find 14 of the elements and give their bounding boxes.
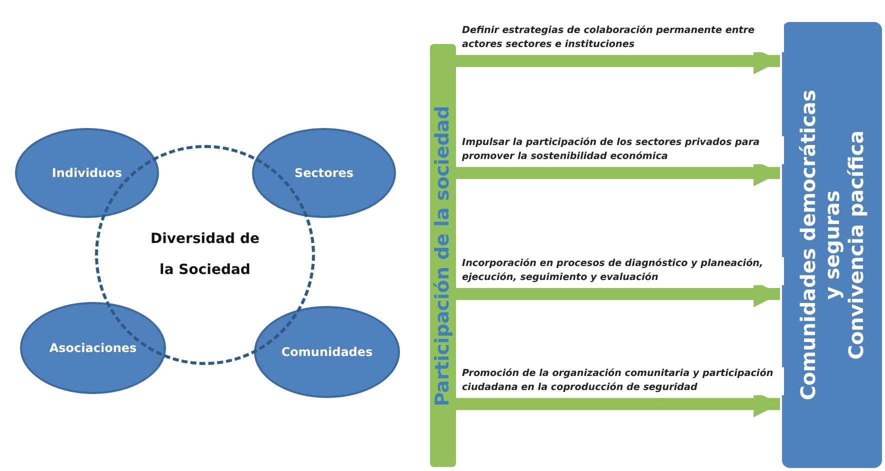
node-label: Diversidad de la Sociedad: [150, 230, 260, 280]
node-label: Asociaciones: [48, 341, 138, 355]
title-line: Comunidades democráticas y seguras: [796, 88, 844, 402]
edge-label: Incorporación en procesos de diagnóstico y planeación, ejecución, seguimiento y evaluación: [462, 257, 784, 285]
edge-label: Promoción de la organización comunitaria y participación ciudadana en la coproducción de seguridad: [462, 367, 784, 395]
rounded-panel: [782, 22, 882, 468]
title-line: Convivencia pacífica: [844, 129, 868, 362]
title-line: Participación de la sociedad: [432, 105, 454, 406]
edge-label: Impulsar la participación de los sectores privados para promover la sostenibilidad económica: [462, 136, 784, 164]
node-label: Sectores: [293, 166, 355, 180]
node-label: Individuos: [50, 166, 124, 180]
vertical-bar: [430, 44, 456, 467]
node-label: Comunidades: [280, 345, 374, 359]
edge-label: Definir estrategias de colaboración permanente entre actores sectores e instituciones: [462, 24, 784, 52]
